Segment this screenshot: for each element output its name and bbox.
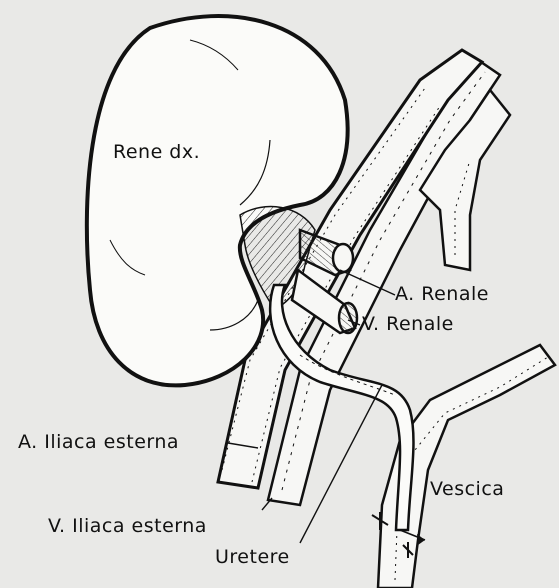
label-external-iliac-vein: V. Iliaca esterna: [48, 517, 207, 536]
label-renal-vein: V. Renale: [362, 315, 454, 334]
label-renal-artery: A. Renale: [395, 285, 489, 304]
label-bladder: Vescica: [430, 480, 504, 499]
label-external-iliac-artery: A. Iliaca esterna: [18, 433, 179, 452]
label-ureter: Uretere: [215, 548, 290, 567]
label-kidney: Rene dx.: [113, 143, 200, 162]
